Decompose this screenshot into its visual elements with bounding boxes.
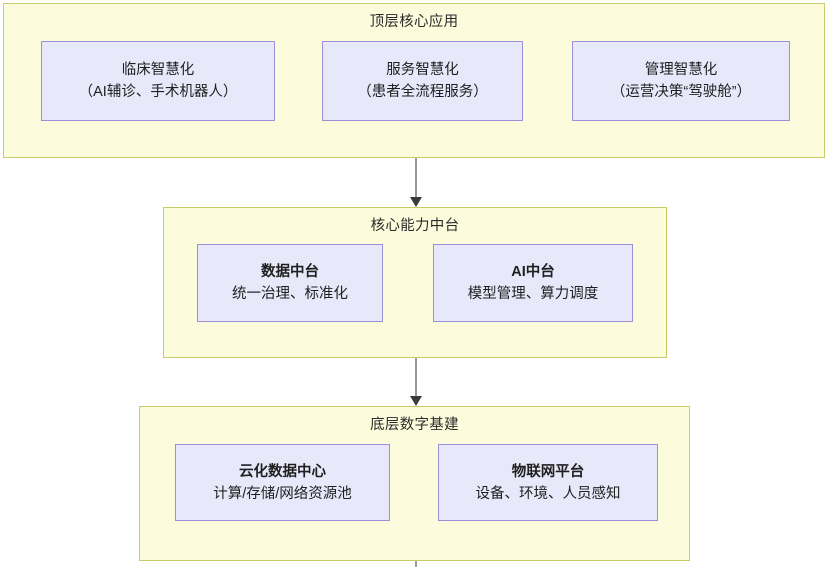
node-management-intelligence-title: 管理智慧化 (644, 62, 718, 78)
node-service-intelligence-subtitle: （患者全流程服务） (357, 84, 488, 100)
layer-middle-title: 核心能力中台 (370, 218, 460, 234)
arrow-middle-to-bottom-icon (408, 358, 424, 407)
node-management-intelligence[interactable]: 管理智慧化 （运营决策“驾驶舱”） (572, 41, 790, 121)
node-ai-platform-title: AI中台 (511, 264, 555, 280)
node-cloud-data-center-subtitle: 计算/存储/网络资源池 (213, 485, 352, 502)
arrow-top-to-middle-icon (408, 158, 424, 208)
node-management-intelligence-subtitle: （运营决策“驾驶舱”） (610, 84, 752, 100)
node-service-intelligence-title: 服务智慧化 (386, 62, 459, 78)
node-iot-platform[interactable]: 物联网平台 设备、环境、人员感知 (438, 444, 658, 521)
layer-bottom-title: 底层数字基建 (370, 417, 459, 433)
layer-top-title: 顶层核心应用 (369, 14, 459, 30)
arrow-top-to-middle-head (410, 197, 422, 207)
arrow-top-to-middle-tail (415, 158, 418, 198)
node-iot-platform-subtitle: 设备、环境、人员感知 (475, 485, 621, 502)
node-data-platform-subtitle: 统一治理、标准化 (232, 286, 348, 302)
node-clinical-intelligence-subtitle: （AI辅诊、手术机器人） (78, 84, 238, 100)
node-data-platform-title: 数据中台 (261, 264, 319, 280)
node-ai-platform-subtitle: 模型管理、算力调度 (467, 286, 599, 302)
node-data-platform[interactable]: 数据中台 统一治理、标准化 (197, 244, 383, 322)
node-ai-platform[interactable]: AI中台 模型管理、算力调度 (433, 244, 633, 322)
arrow-bottom-stub-icon (415, 561, 418, 567)
node-cloud-data-center[interactable]: 云化数据中心 计算/存储/网络资源池 (175, 444, 390, 521)
arrow-middle-to-bottom-tail (415, 358, 418, 397)
arrow-middle-to-bottom-head (410, 396, 422, 406)
node-cloud-data-center-title: 云化数据中心 (239, 463, 326, 480)
node-iot-platform-title: 物联网平台 (511, 463, 585, 480)
node-service-intelligence[interactable]: 服务智慧化 （患者全流程服务） (322, 41, 523, 121)
node-clinical-intelligence-title: 临床智慧化 (121, 62, 195, 78)
node-clinical-intelligence[interactable]: 临床智慧化 （AI辅诊、手术机器人） (41, 41, 275, 121)
